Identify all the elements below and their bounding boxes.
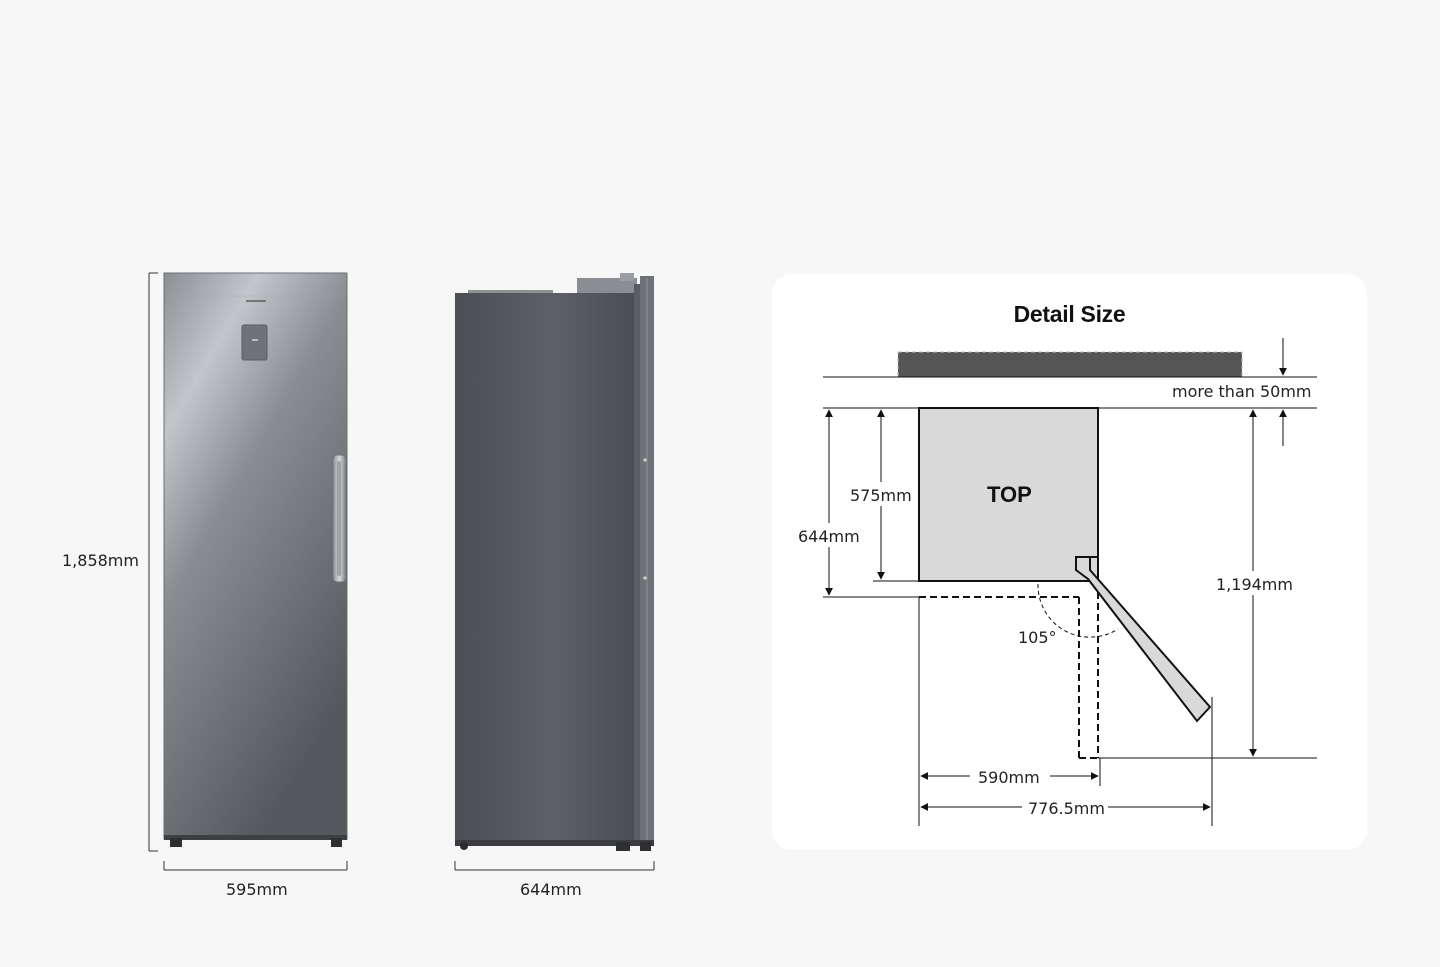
front-view: 1,858mm 595mm (0, 0, 420, 962)
height-dimension-line (148, 272, 158, 852)
front-left-foot (170, 838, 182, 847)
freezer-side-body (455, 293, 635, 845)
detail-size-card: Detail Size (772, 274, 1367, 850)
front-right-foot (331, 838, 342, 847)
side-front-foot (616, 842, 630, 851)
height-label: 1,858mm (62, 551, 139, 570)
open-door (1075, 556, 1212, 723)
closed-door-outline (919, 581, 1099, 759)
top-hinge-cover (577, 278, 637, 293)
angle-label: 105° (1018, 628, 1057, 647)
control-display (241, 324, 268, 361)
freezer-front-body (164, 273, 347, 839)
side-depth-dimension-line (454, 861, 655, 871)
angle-arc (1037, 583, 1119, 638)
width-label: 590mm (978, 768, 1040, 787)
side-depth-label: 644mm (520, 880, 582, 899)
wall-block (897, 351, 1243, 378)
door-open-width-label: 776.5mm (1028, 799, 1105, 818)
front-width-label: 595mm (226, 880, 288, 899)
detail-title: Detail Size (1013, 301, 1126, 327)
side-view-drawing (454, 273, 655, 871)
front-view-drawing (148, 272, 348, 871)
side-view: 644mm (420, 0, 700, 962)
brand-logo (246, 300, 266, 302)
detail-diagram (794, 338, 1317, 826)
top-label: TOP (987, 482, 1032, 507)
top-view-body (918, 407, 1099, 582)
depth-total-label: 644mm (798, 527, 860, 546)
rear-roller (460, 842, 468, 850)
door-open-depth-label: 1,194mm (1216, 575, 1293, 594)
depth-body-label: 575mm (850, 486, 912, 505)
clearance-label: more than 50mm (1172, 382, 1312, 401)
width-dimension-line (163, 861, 348, 871)
